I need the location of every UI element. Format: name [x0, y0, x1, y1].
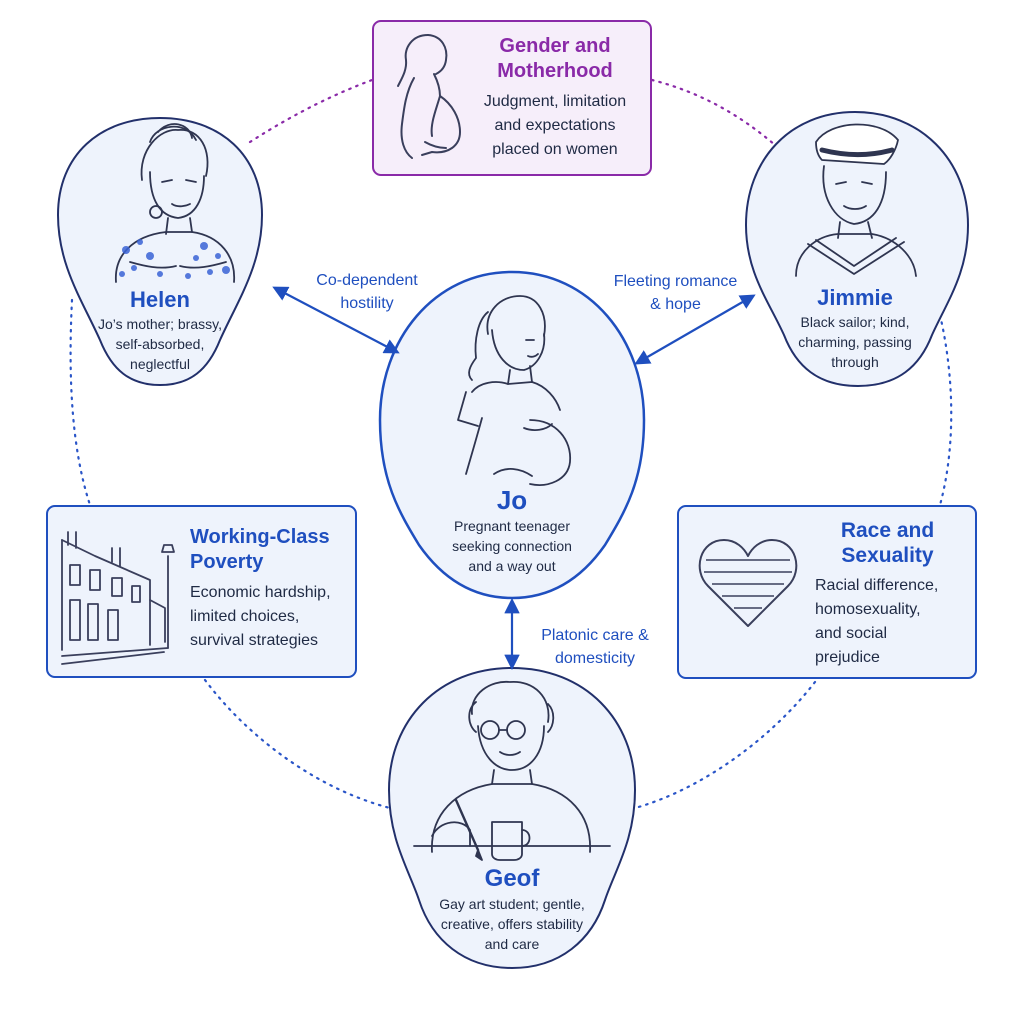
relation-line: Platonic care & — [541, 627, 649, 644]
node-jimmie — [744, 110, 970, 388]
theme-gender-desc-line: and expectations — [494, 117, 616, 134]
theme-box-gender — [372, 20, 652, 176]
relation-label-helen-jo: Co-dependent hostility — [292, 269, 442, 315]
helen-desc-line: neglectful — [130, 356, 190, 372]
theme-race-text: Race and Sexuality Racial difference, ho… — [805, 518, 970, 670]
jo-desc-line: Pregnant teenager — [454, 518, 570, 534]
theme-race-title-line: Race and — [840, 519, 935, 542]
jimmie-desc-line: Black sailor; kind, — [800, 314, 910, 330]
jimmie-desc: Black sailor; kind, charming, passing th… — [780, 312, 930, 372]
terraced-houses-icon — [61, 531, 175, 665]
theme-poverty-desc-line: survival strategies — [190, 632, 319, 649]
theme-race-desc-line: prejudice — [815, 649, 880, 666]
theme-race-title: Race and Sexuality — [805, 518, 970, 568]
jimmie-name: Jimmie — [817, 285, 893, 310]
arrow-jimmie-jo — [634, 294, 756, 365]
theme-gender-desc-line: placed on women — [492, 141, 618, 158]
relation-line: Co-dependent — [316, 272, 418, 289]
helen-desc-line: Jo’s mother; brassy, — [98, 316, 222, 332]
geof-desc-line: and care — [484, 936, 540, 952]
theme-poverty-title: Working-Class Poverty — [190, 525, 350, 575]
jo-name: Jo — [496, 485, 528, 515]
theme-race-title-line: Sexuality — [841, 544, 934, 567]
node-geof — [387, 666, 637, 970]
theme-poverty-desc-line: limited choices, — [190, 608, 300, 625]
theme-poverty-desc-line: Economic hardship, — [190, 584, 331, 601]
theme-poverty-title-line: Poverty — [190, 551, 264, 573]
jimmie-portrait-icon — [795, 123, 917, 277]
relation-line: domesticity — [554, 650, 636, 667]
jo-desc-line: and a way out — [468, 558, 556, 574]
relation-line: & hope — [650, 296, 701, 313]
helen-portrait-icon — [115, 123, 235, 283]
striped-heart-icon — [698, 539, 798, 627]
geof-desc-line: Gay art student; gentle, — [439, 896, 585, 912]
geof-portrait-icon — [413, 681, 611, 861]
helen-dress-pattern — [119, 239, 230, 279]
jo-desc: Pregnant teenager seeking connection and… — [422, 516, 602, 576]
geof-desc-line: creative, offers stability — [440, 916, 584, 932]
theme-race-desc-line: Racial difference, — [815, 577, 939, 594]
jimmie-desc-line: charming, passing — [798, 334, 912, 350]
theme-gender-title: Gender and Motherhood — [470, 34, 640, 84]
theme-race-desc-line: and social — [815, 625, 888, 642]
theme-poverty-text: Working-Class Poverty Economic hardship,… — [190, 525, 350, 653]
relation-label-jimmie-jo: Fleeting romance & hope — [598, 270, 753, 316]
theme-gender-desc-line: Judgment, limitation — [483, 93, 627, 110]
geof-name: Geof — [484, 865, 540, 892]
theme-race-desc-line: homosexuality, — [815, 601, 921, 618]
dotted-loop — [69, 78, 953, 810]
relation-label-geof-jo: Platonic care & domesticity — [525, 624, 665, 670]
jimmie-label: Jimmie Black sailor; kind, charming, pas… — [780, 284, 930, 372]
helen-desc: Jo’s mother; brassy, self-absorbed, negl… — [90, 314, 230, 374]
arrow-helen-jo — [272, 286, 400, 354]
theme-gender-title-line: Motherhood — [497, 60, 613, 82]
jimmie-desc-line: through — [831, 354, 879, 370]
pregnant-woman-icon — [397, 34, 461, 159]
relation-line: hostility — [340, 295, 394, 312]
theme-box-poverty — [46, 505, 357, 678]
helen-name: Helen — [130, 287, 190, 312]
helen-desc-line: self-absorbed, — [115, 336, 205, 352]
helen-label: Helen Jo’s mother; brassy, self-absorbed… — [90, 286, 230, 374]
jo-label: Jo Pregnant teenager seeking connection … — [422, 484, 602, 576]
theme-gender-desc: Judgment, limitation and expectations pl… — [470, 90, 640, 162]
jo-desc-line: seeking connection — [452, 538, 572, 554]
theme-gender-title-line: Gender and — [499, 35, 611, 57]
geof-desc: Gay art student; gentle, creative, offer… — [417, 894, 607, 954]
node-helen — [56, 116, 264, 387]
jo-portrait-icon — [457, 295, 571, 486]
geof-label: Geof Gay art student; gentle, creative, … — [417, 864, 607, 954]
relation-line: Fleeting romance — [613, 273, 738, 290]
theme-gender-text: Gender and Motherhood Judgment, limitati… — [470, 34, 640, 162]
theme-race-desc: Racial difference, homosexuality, and so… — [805, 574, 970, 670]
theme-poverty-desc: Economic hardship, limited choices, surv… — [190, 581, 350, 653]
theme-poverty-title-line: Working-Class — [190, 526, 330, 548]
relation-arrows — [272, 286, 756, 671]
